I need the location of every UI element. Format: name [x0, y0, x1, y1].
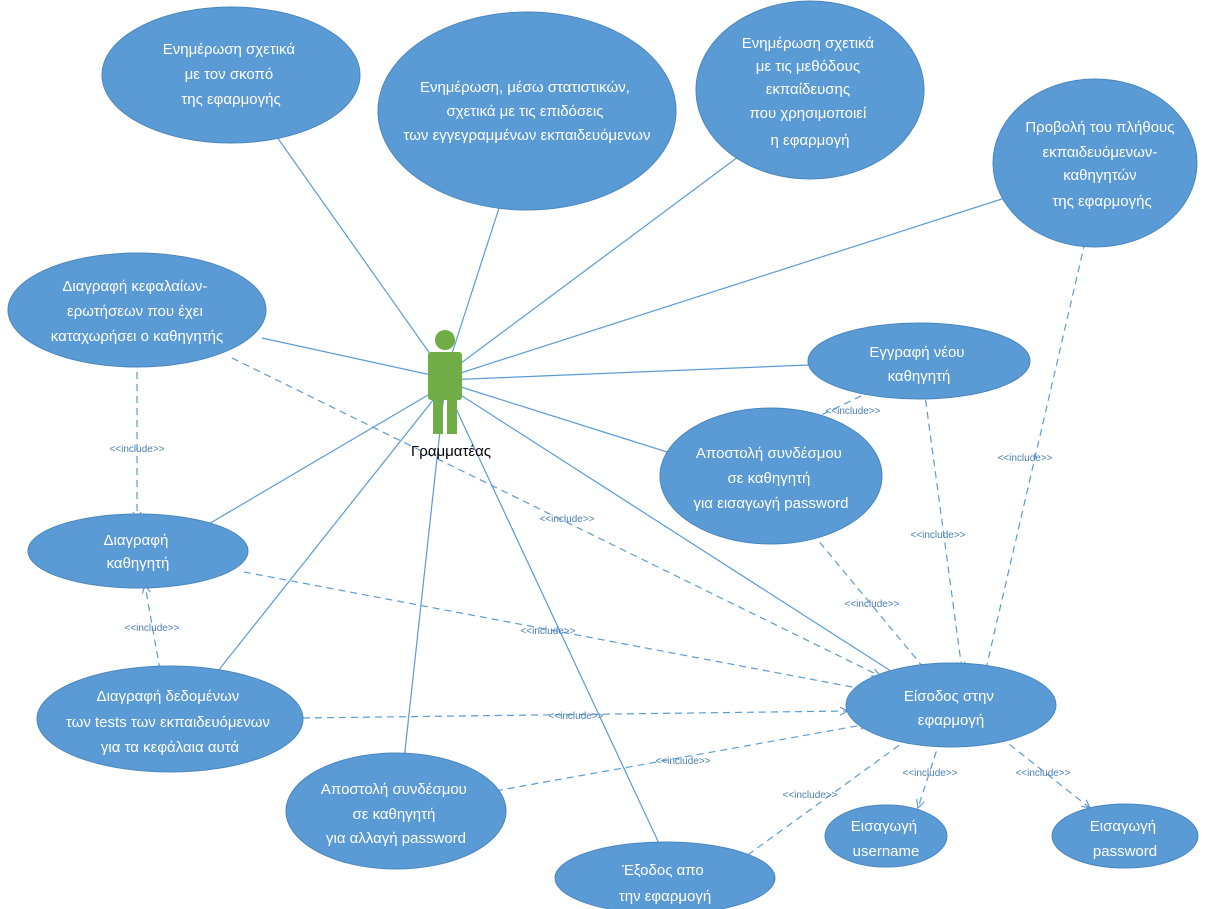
use-case-send-link-insert[interactable]: Αποστολή συνδέσμου σε καθηγητή για εισαγ… — [659, 407, 883, 545]
include-send-link-insert-login — [811, 532, 928, 673]
assoc-statistics — [444, 204, 501, 376]
use-case-label: Είσοδος στην εφαρμογή — [904, 688, 998, 729]
use-case-ellipse — [695, 0, 925, 180]
assoc-send-link-change — [403, 384, 446, 761]
include-delete-data-delete-teacher — [145, 585, 161, 671]
include-send-link-change-login — [483, 724, 868, 794]
include-lines — [137, 241, 1090, 863]
use-case-delete-teacher[interactable]: Διαγραφή καθηγητή — [27, 513, 249, 589]
include-delete-teacher-login — [243, 571, 868, 690]
use-case-ellipse — [807, 322, 1031, 400]
use-case-label: Διαγραφή κεφαλαίων- ερωτήσεων που έχει κ… — [51, 278, 223, 345]
assoc-purpose — [271, 129, 446, 376]
use-case-ellipse — [554, 841, 776, 909]
use-case-delete-chapters[interactable]: Διαγραφή κεφαλαίων- ερωτήσεων που έχει κ… — [7, 252, 267, 368]
use-case-label: Ενημέρωση, μέσω στατιστικών, σχετικά με … — [404, 79, 651, 144]
assoc-count — [444, 197, 1006, 379]
assoc-delete-data — [213, 384, 446, 677]
use-case-label: Εισαγωγή password — [1090, 818, 1161, 860]
use-case-label: Εγγραφή νέου καθηγητή — [869, 344, 968, 385]
include-delete-data-login — [302, 711, 848, 719]
assoc-login — [444, 384, 909, 683]
include-labels: <<include>> <<include>> <<include>> <<in… — [109, 406, 1070, 801]
include-register-login — [923, 387, 962, 670]
use-case-ellipse — [27, 513, 249, 589]
use-case-label: Έξοδος απο την εφαρμογή — [619, 862, 711, 905]
use-case-statistics[interactable]: Ενημέρωση, μέσω στατιστικών, σχετικά με … — [377, 11, 677, 211]
include-label: <<include>> — [109, 444, 164, 455]
assoc-logout — [444, 384, 664, 853]
use-case-username[interactable]: Εισαγωγή username — [824, 804, 948, 868]
include-label: <<include>> — [782, 790, 837, 801]
use-case-label: Αποστολή συνδέσμου σε καθηγητή για εισαγ… — [693, 445, 848, 512]
use-case-ellipse — [101, 6, 361, 144]
use-case-methods[interactable]: Ενημέρωση σχετικά με τις μεθόδους εκπαίδ… — [695, 0, 925, 180]
use-case-login[interactable]: Είσοδος στην εφαρμογή — [845, 662, 1057, 748]
use-case-ellipse — [36, 665, 304, 773]
use-case-ellipse — [7, 252, 267, 368]
use-case-label: Αποστολή συνδέσμου σε καθηγητή για αλλαγ… — [321, 781, 471, 847]
assoc-delete-chapters — [261, 337, 446, 379]
include-label: <<include>> — [997, 453, 1052, 464]
assoc-send-link-insert — [444, 381, 684, 458]
include-label: <<include>> — [124, 623, 179, 634]
use-case-ellipse — [285, 752, 507, 870]
use-case-ellipse — [1051, 803, 1199, 869]
include-label: <<include>> — [910, 530, 965, 541]
include-label: <<include>> — [539, 514, 594, 525]
assoc-methods — [444, 147, 751, 376]
use-case-count[interactable]: Προβολή του πλήθους εκπαιδευόμενων- καθη… — [992, 78, 1198, 248]
actor-icon — [425, 330, 462, 434]
use-case-label: Προβολή του πλήθους εκπαιδευόμενων- καθη… — [1025, 119, 1178, 210]
use-case-ellipse — [845, 662, 1057, 748]
include-label: <<include>> — [520, 626, 575, 637]
use-case-password[interactable]: Εισαγωγή password — [1051, 803, 1199, 869]
assoc-register-teacher — [444, 364, 809, 381]
use-case-delete-data[interactable]: Διαγραφή δεδομένων των tests των εκπαιδε… — [36, 665, 304, 773]
use-case-register-teacher[interactable]: Εγγραφή νέου καθηγητή — [807, 322, 1031, 400]
include-label: <<include>> — [548, 711, 603, 722]
include-label: <<include>> — [902, 768, 957, 779]
use-case-label: Διαγραφή δεδομένων των tests των εκπαιδε… — [66, 688, 274, 756]
use-case-ellipse — [377, 11, 677, 211]
include-label: <<include>> — [1015, 768, 1070, 779]
actor-name: Γραμματέας — [411, 443, 491, 460]
include-delete-chapters-login — [231, 357, 880, 676]
include-count-login — [985, 241, 1086, 673]
actor[interactable]: Γραμματέας — [411, 330, 491, 460]
use-case-purpose[interactable]: Ενημέρωση σχετικά με τον σκοπό της εφαρμ… — [101, 6, 361, 144]
use-case-label: Ενημέρωση σχετικά με τις μεθόδους εκπαίδ… — [742, 35, 878, 149]
use-case-logout[interactable]: Έξοδος απο την εφαρμογή — [554, 841, 776, 909]
use-case-label: Εισαγωγή username — [851, 818, 922, 860]
include-label: <<include>> — [844, 599, 899, 610]
use-case-label: Διαγραφή καθηγητή — [104, 532, 173, 572]
assoc-delete-teacher — [206, 384, 446, 526]
use-case-label: Ενημέρωση σχετικά με τον σκοπό της εφαρμ… — [163, 41, 299, 108]
association-lines — [206, 129, 1006, 853]
include-label: <<include>> — [655, 756, 710, 767]
use-case-ellipse — [824, 804, 948, 868]
use-case-send-link-change[interactable]: Αποστολή συνδέσμου σε καθηγητή για αλλαγ… — [285, 752, 507, 870]
include-label: <<include>> — [825, 406, 880, 417]
use-case-ellipse — [659, 407, 883, 545]
use-case-ellipse — [992, 78, 1198, 248]
